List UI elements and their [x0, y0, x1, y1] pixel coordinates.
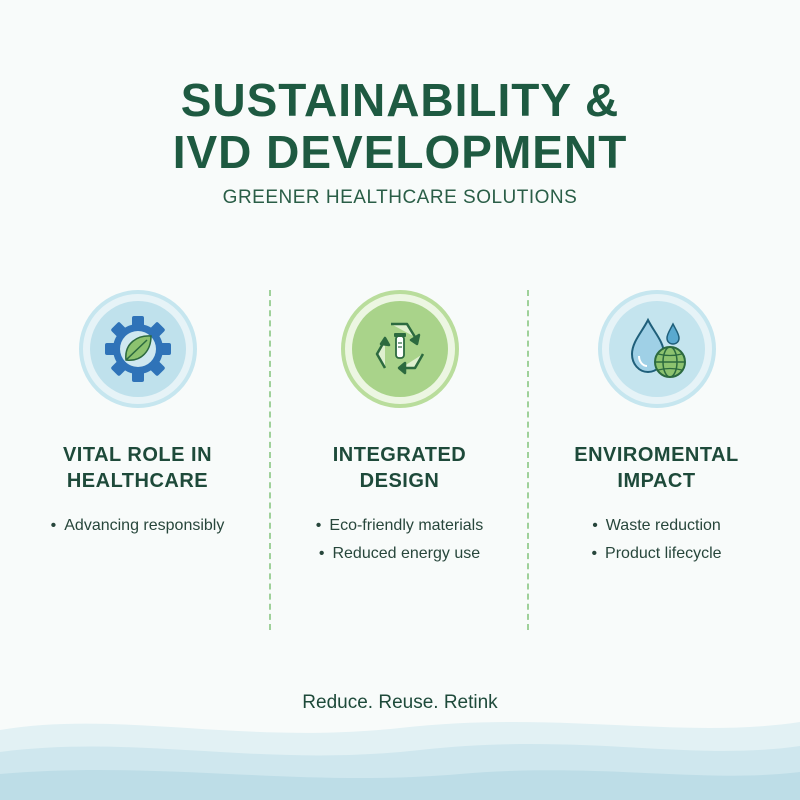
column-title-line-2: IMPACT: [617, 470, 696, 492]
bullet-list: Waste reduction Product lifecycle: [529, 512, 784, 568]
title-line-2: IVD DEVELOPMENT: [172, 126, 628, 178]
column-integrated-design: INTEGRATED DESIGN Eco-friendly materials…: [272, 290, 527, 568]
column-title-line-1: ENVIROMENTAL: [574, 444, 739, 466]
recycle-icon: [375, 322, 424, 375]
recycle-icon-ring: [340, 290, 459, 408]
column-title-line-1: INTEGRATED: [332, 444, 467, 466]
page-title: SUSTAINABILITY & IVD DEVELOPMENT: [0, 74, 800, 178]
title-line-1: SUSTAINABILITY &: [180, 74, 620, 126]
page-subtitle: GREENER HEALTHCARE SOLUTIONS: [222, 187, 578, 208]
footer-tagline: Reduce. Reuse. Retink: [302, 692, 498, 713]
bullet-list: Eco-friendly materials Reduced energy us…: [272, 512, 527, 568]
bullet-item: Reduced energy use: [272, 540, 527, 568]
water-globe-icon-ring: [597, 290, 716, 408]
column-title-line-1: VITAL ROLE IN: [62, 444, 213, 466]
column-divider-right: [527, 290, 529, 630]
bullet-item: Eco-friendly materials: [272, 512, 527, 540]
column-divider-left: [269, 290, 271, 630]
column-title-line-2: DESIGN: [359, 470, 440, 492]
water-globe-icon: [630, 317, 686, 378]
column-environmental-impact: ENVIROMENTAL IMPACT Waste reduction Prod…: [529, 290, 784, 568]
bullet-list: Advancing responsibly: [10, 512, 265, 540]
column-vital-role: VITAL ROLE IN HEALTHCARE Advancing respo…: [10, 290, 265, 540]
column-title: ENVIROMENTAL IMPACT: [529, 442, 784, 494]
column-title-line-2: HEALTHCARE: [66, 470, 209, 492]
column-title: VITAL ROLE IN HEALTHCARE: [10, 442, 265, 494]
gear-leaf-icon: [104, 316, 171, 382]
column-title: INTEGRATED DESIGN: [272, 442, 527, 494]
bullet-item: Advancing responsibly: [10, 512, 265, 540]
bullet-item: Product lifecycle: [529, 540, 784, 568]
gear-leaf-icon-ring: [78, 290, 197, 408]
bullet-item: Waste reduction: [529, 512, 784, 540]
wave-decoration: [0, 722, 800, 800]
